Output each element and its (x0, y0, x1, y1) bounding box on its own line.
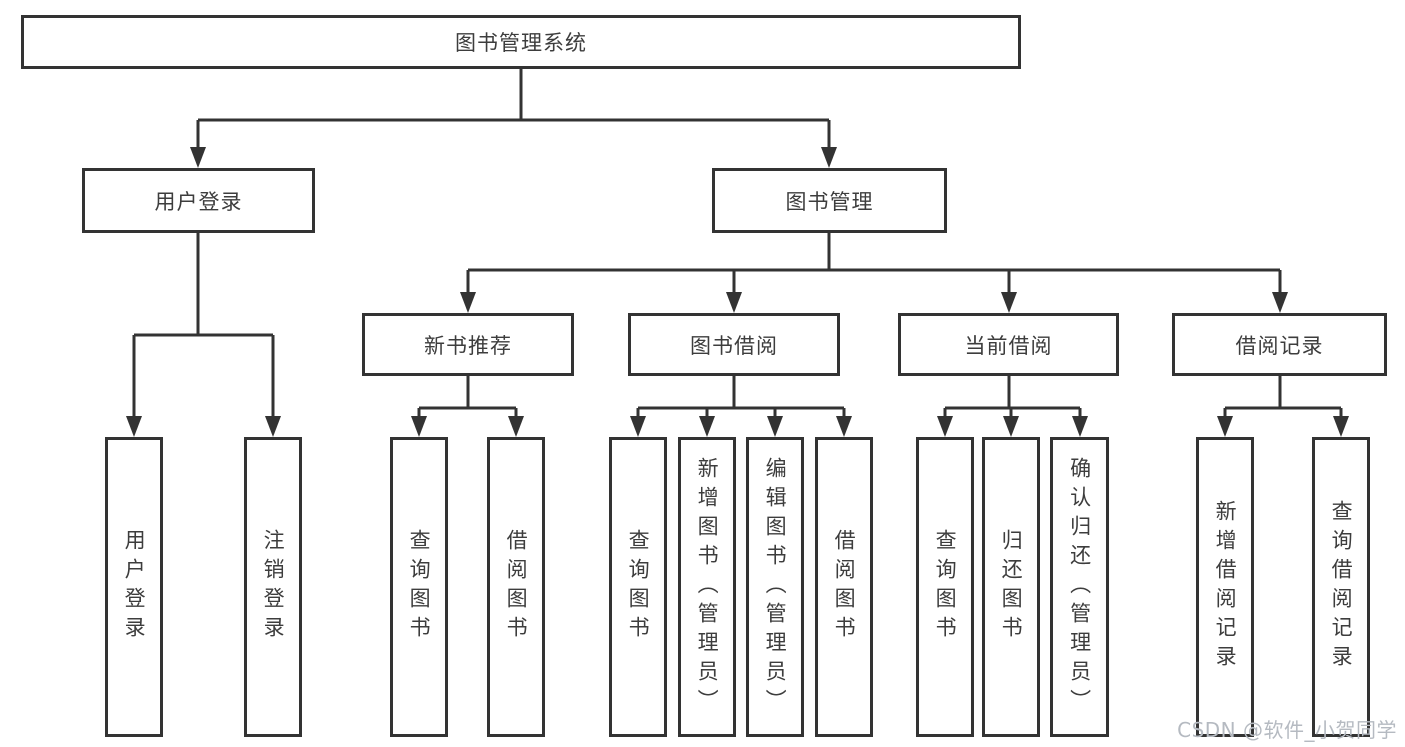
leaf-borrow-query-book: 查询图书 (609, 437, 667, 737)
leaf-recommend-query-book: 查询图书 (390, 437, 448, 737)
leaf-label: 用户登录 (122, 529, 147, 645)
node-new-book-recommend: 新书推荐 (362, 313, 574, 376)
csdn-watermark: CSDN @软件_小贺同学 (1177, 718, 1397, 742)
node-label: 图书管理系统 (455, 31, 587, 55)
leaf-label: 查询图书 (407, 529, 432, 645)
leaf-label: 新增图书（管理员） (695, 456, 720, 718)
arrowheads (126, 147, 1349, 437)
leaf-label: 注销登录 (261, 529, 286, 645)
leaf-current-return-book: 归还图书 (982, 437, 1040, 737)
leaf-label: 归还图书 (999, 529, 1024, 645)
leaf-record-add-borrow-record: 新增借阅记录 (1196, 437, 1254, 737)
leaf-label: 借阅图书 (832, 529, 857, 645)
leaf-record-query-borrow-record: 查询借阅记录 (1312, 437, 1370, 737)
node-book-management: 图书管理 (712, 168, 947, 233)
node-label: 图书管理 (785, 189, 874, 214)
leaf-label: 编辑图书（管理员） (763, 456, 788, 718)
leaf-label: 查询图书 (626, 529, 651, 645)
leaf-label: 查询图书 (933, 529, 958, 645)
node-borrow-records: 借阅记录 (1172, 313, 1387, 376)
leaf-label: 确认归还（管理员） (1067, 456, 1092, 718)
leaf-borrow-add-book-admin: 新增图书（管理员） (678, 437, 736, 737)
node-label: 用户登录 (154, 189, 243, 214)
leaf-label: 新增借阅记录 (1213, 500, 1238, 674)
leaf-current-confirm-return-admin: 确认归还（管理员） (1050, 437, 1109, 737)
leaf-recommend-borrow-book: 借阅图书 (487, 437, 545, 737)
leaf-current-query-book: 查询图书 (916, 437, 974, 737)
leaf-user-login: 用户登录 (105, 437, 163, 737)
node-book-borrowing: 图书借阅 (628, 313, 840, 376)
node-user-login: 用户登录 (82, 168, 315, 233)
leaf-logout: 注销登录 (244, 437, 302, 737)
node-label: 当前借阅 (964, 333, 1053, 358)
node-label: 新书推荐 (424, 333, 512, 358)
leaf-borrow-lend-book: 借阅图书 (815, 437, 873, 737)
node-library-management-system: 图书管理系统 (21, 15, 1021, 69)
node-current-borrowing: 当前借阅 (898, 313, 1119, 376)
node-label: 借阅记录 (1235, 333, 1324, 358)
leaf-borrow-edit-book-admin: 编辑图书（管理员） (746, 437, 804, 737)
leaf-label: 借阅图书 (504, 529, 529, 645)
leaf-label: 查询借阅记录 (1329, 500, 1354, 674)
node-label: 图书借阅 (690, 333, 778, 358)
